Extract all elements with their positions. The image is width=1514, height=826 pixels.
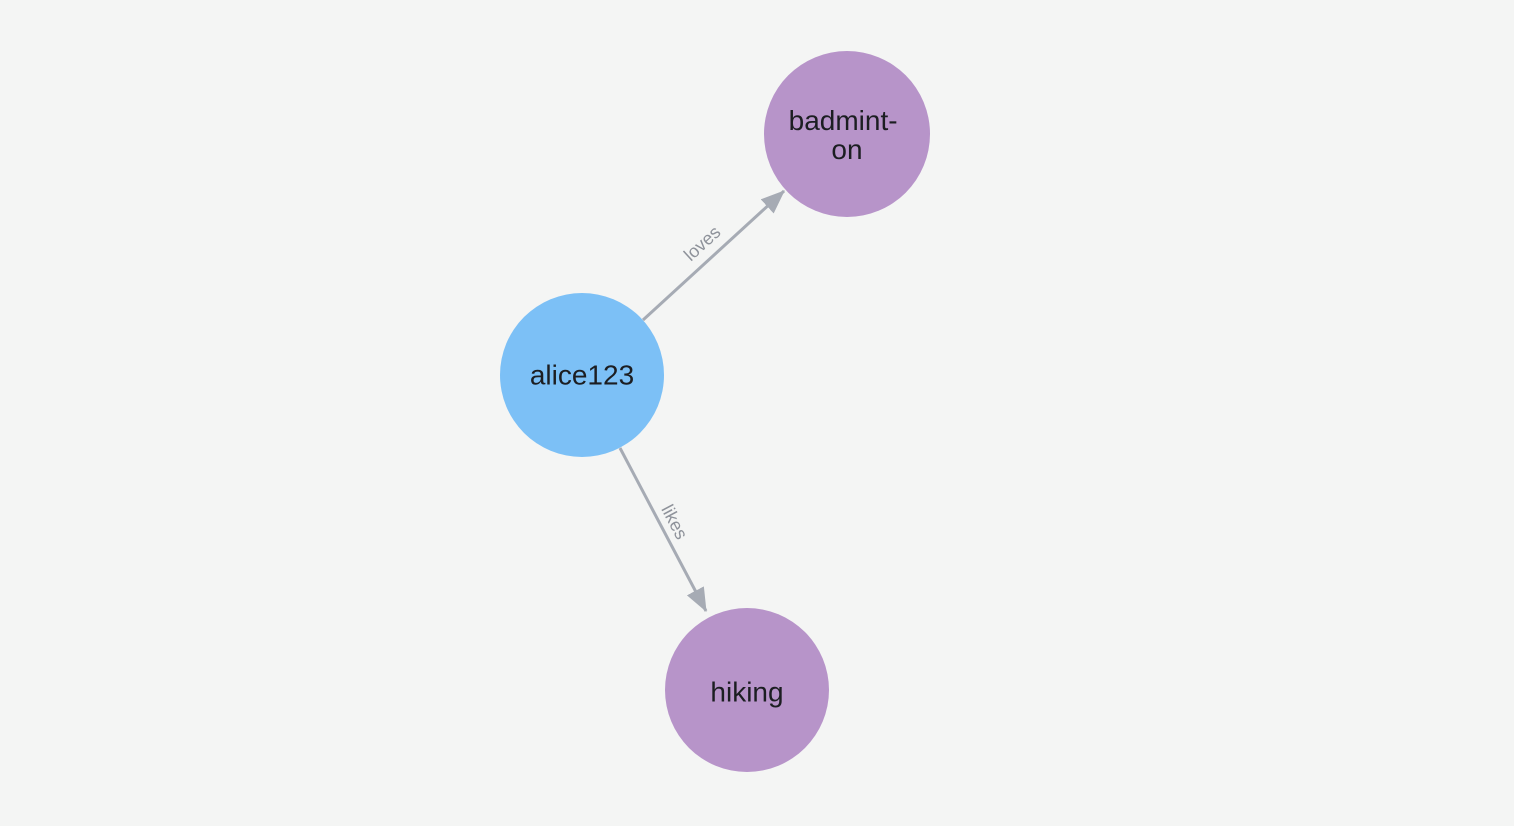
node-circle-alice123[interactable] [500, 293, 664, 457]
node-badminton: badmint- on [764, 51, 930, 217]
node-circle-badminton[interactable] [764, 51, 930, 217]
node-alice123: alice123 [500, 293, 664, 457]
node-circle-hiking[interactable] [665, 608, 829, 772]
edge-line-likes[interactable] [618, 447, 708, 613]
node-hiking: hiking [665, 608, 829, 772]
edge-line-loves[interactable] [641, 189, 786, 322]
